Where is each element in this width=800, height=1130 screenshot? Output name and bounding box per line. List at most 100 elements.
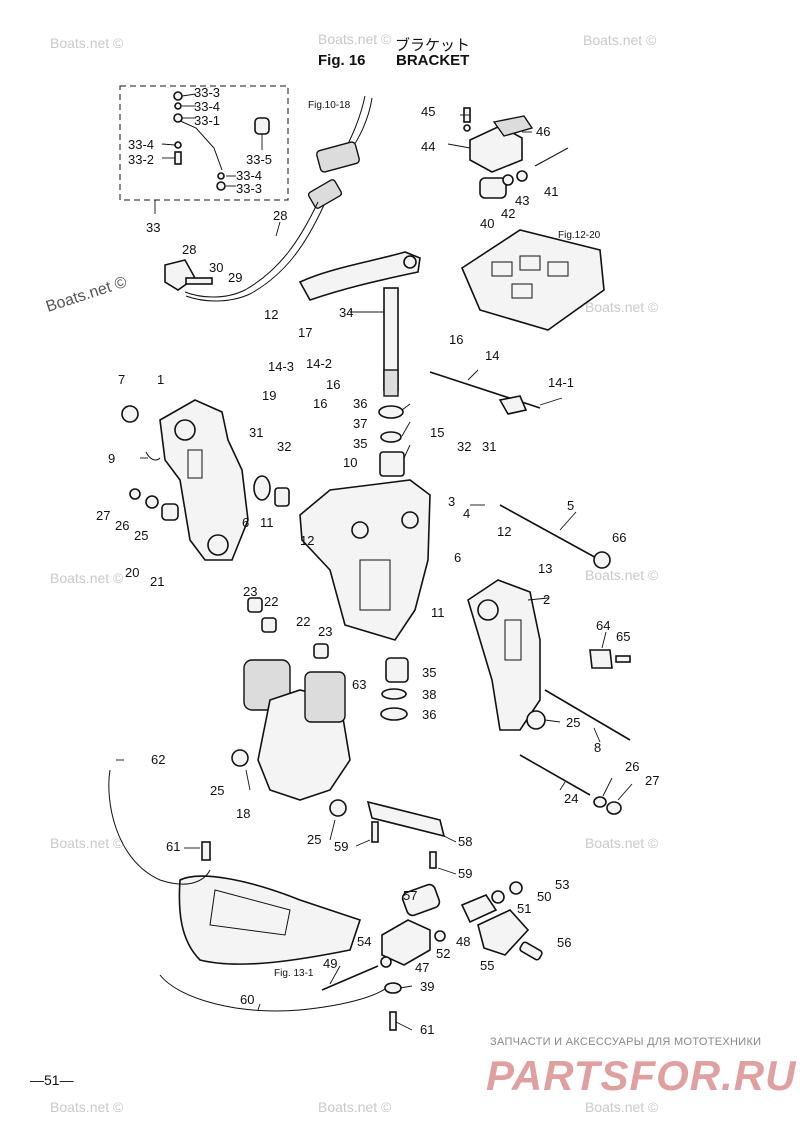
part-label: 53 (555, 877, 569, 892)
part-label: 59 (458, 866, 472, 881)
upper-mount-group (463, 107, 569, 199)
cable-62 (108, 769, 211, 885)
part-label: 52 (436, 946, 450, 961)
ball-joint-icon (173, 113, 183, 123)
lower-mount-parts (321, 881, 543, 1031)
page-number: —51— (30, 1072, 74, 1088)
part-label: 58 (458, 834, 472, 849)
part-label: 21 (150, 574, 164, 589)
promo-text: ЗАПЧАСТИ И АКСЕССУАРЫ ДЛЯ МОТОТЕХНИКИ (490, 1036, 762, 1048)
part-label: 11 (431, 605, 445, 620)
clamp-icon (589, 649, 613, 669)
nut-icon (516, 170, 528, 182)
part-label: 33-4 (236, 168, 262, 183)
part-label: 33 (146, 220, 160, 235)
part-label: 59 (334, 839, 348, 854)
part-label: 40 (480, 216, 494, 231)
watermark: Boats.net © (50, 570, 124, 586)
part-label: 14-3 (268, 359, 294, 374)
bolt-icon (429, 851, 437, 869)
shaft-24 (519, 754, 591, 796)
steering-shaft-34 (298, 251, 421, 477)
bolt-icon (389, 1011, 397, 1031)
washer-icon (380, 956, 392, 968)
bushing-icon (231, 749, 249, 767)
part-label: 14-2 (306, 356, 332, 371)
part-label: 41 (544, 184, 558, 199)
cable-60 (159, 974, 391, 1012)
bolt-icon (201, 841, 211, 861)
part-label: 11 (260, 515, 274, 530)
washer-icon (502, 174, 514, 186)
clamp-bracket (467, 579, 541, 731)
watermark: Boats.net © (585, 299, 659, 315)
watermark: Boats.net © (318, 1099, 392, 1115)
washer-icon (463, 124, 471, 132)
ring-icon (380, 431, 402, 443)
part-label: 35 (353, 436, 367, 451)
lever-icon (498, 395, 528, 415)
part-label: 26 (115, 518, 129, 533)
part-label: 61 (166, 839, 180, 854)
lever-rod (177, 119, 223, 171)
part-label: 35 (422, 665, 436, 680)
part-label: 36 (422, 707, 436, 722)
bolt-icon (371, 821, 379, 843)
part-label: 8 (594, 740, 601, 755)
part-label: 37 (353, 416, 367, 431)
part-label: 63 (352, 677, 366, 692)
part-label: 60 (240, 992, 254, 1007)
watermark: Boats.net © (585, 835, 659, 851)
figure-reference: Fig.12-20 (558, 230, 601, 241)
part-label: 2 (543, 592, 550, 607)
part-label: 12 (300, 533, 314, 548)
part-label: 56 (557, 935, 571, 950)
watermark: Boats.net © (50, 1099, 124, 1115)
cable-28-assembly (164, 95, 373, 302)
part-label: 14 (485, 348, 499, 363)
part-label: 38 (422, 687, 436, 702)
part-label: 48 (456, 934, 470, 949)
clip-icon (606, 801, 622, 815)
bushing-icon (247, 597, 263, 613)
bolt-49 (321, 965, 379, 991)
part-label: 18 (236, 806, 250, 821)
bolt-icon (615, 655, 631, 663)
part-label: 62 (151, 752, 165, 767)
kit-33-box (119, 85, 289, 201)
washer-icon (378, 405, 404, 419)
part-label: 10 (343, 455, 357, 470)
mount-47 (381, 919, 431, 966)
part-label: 20 (125, 565, 139, 580)
mount-cap-57 (401, 883, 441, 917)
part-label: 17 (298, 325, 312, 340)
watermark: Boats.net © (50, 35, 124, 51)
part-label: 3 (448, 494, 455, 509)
bushing-icon (313, 643, 329, 659)
mount-rubber-48 (460, 894, 498, 924)
watermark: Boats.net © (50, 835, 124, 851)
connector-icon (316, 141, 360, 173)
nut-icon (121, 405, 139, 423)
connector-icon (307, 179, 343, 209)
figure-number: Fig. 16 (318, 52, 366, 69)
nut-icon (173, 91, 183, 101)
part-label: 33-3 (194, 85, 220, 100)
part-label: 54 (357, 934, 371, 949)
part-label: 33-4 (194, 99, 220, 114)
power-tilt-unit-18 (231, 597, 351, 817)
brand-logo: PARTSFOR.RU (486, 1052, 797, 1099)
bushing-icon (329, 799, 347, 817)
part-label: 27 (96, 508, 110, 523)
part-label: 6 (454, 550, 461, 565)
part-label: 33-5 (246, 152, 272, 167)
steering-arm (298, 251, 421, 301)
part-label: 33-4 (128, 137, 154, 152)
part-label: 49 (323, 956, 337, 971)
pivot-icon (403, 255, 417, 269)
bushing-icon (261, 617, 277, 633)
bolt-icon (174, 151, 182, 165)
part-label: 16 (326, 377, 340, 392)
bolt-icon (185, 277, 213, 285)
washer-icon (145, 495, 159, 509)
